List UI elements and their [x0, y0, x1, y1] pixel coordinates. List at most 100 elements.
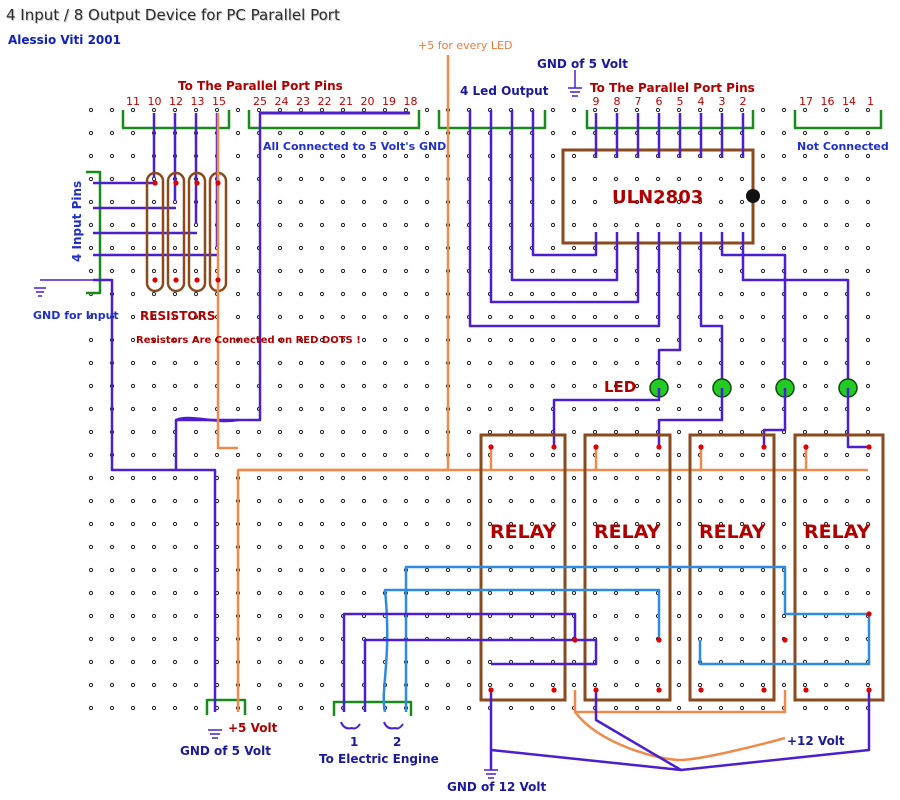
power-header	[205, 698, 247, 715]
grid-hole	[319, 475, 325, 481]
grid-hole	[277, 268, 283, 274]
grid-hole	[382, 107, 388, 113]
plus12-wire	[680, 690, 787, 714]
grid-hole	[130, 613, 136, 619]
grid-hole	[298, 406, 304, 412]
grid-hole	[172, 475, 178, 481]
grid-hole	[298, 360, 304, 366]
connection-dot	[866, 687, 872, 693]
grid-hole	[424, 659, 430, 665]
grid-hole	[172, 636, 178, 642]
grid-hole	[634, 107, 640, 113]
grid-hole	[802, 176, 808, 182]
grid-hole	[592, 337, 598, 343]
diagram-title: 4 Input / 8 Output Device for PC Paralle…	[6, 6, 340, 24]
grid-hole	[508, 406, 514, 412]
grid-hole	[655, 682, 661, 688]
grid-hole	[613, 544, 619, 550]
grid-hole	[634, 360, 640, 366]
grid-hole	[340, 360, 346, 366]
grid-hole	[172, 705, 178, 711]
grid-hole	[172, 498, 178, 504]
grid-hole	[340, 130, 346, 136]
relay-1-label: RELAY	[490, 521, 557, 543]
grid-hole	[529, 452, 535, 458]
grid-hole	[361, 314, 367, 320]
grid-hole	[298, 222, 304, 228]
grid-hole	[634, 567, 640, 573]
grid-hole	[865, 130, 871, 136]
grid-hole	[319, 567, 325, 573]
grid-hole	[256, 613, 262, 619]
grid-hole	[655, 567, 661, 573]
connection-dot	[656, 637, 662, 643]
grid-hole	[697, 682, 703, 688]
grid-hole	[634, 636, 640, 642]
grid-hole	[403, 406, 409, 412]
grid-hole	[340, 498, 346, 504]
grid-hole	[676, 360, 682, 366]
grid-hole	[466, 383, 472, 389]
grid-hole	[655, 498, 661, 504]
grid-hole	[613, 107, 619, 113]
grid-hole	[256, 107, 262, 113]
grid-hole	[529, 567, 535, 573]
grid-hole	[697, 222, 703, 228]
input-pin-number: 12	[169, 95, 183, 108]
grid-hole	[130, 199, 136, 205]
led-wire	[720, 232, 787, 383]
grid-hole	[823, 176, 829, 182]
grid-hole	[256, 659, 262, 665]
grid-hole	[88, 222, 94, 228]
grid-hole	[781, 475, 787, 481]
grid-hole	[781, 130, 787, 136]
grid-hole	[88, 107, 94, 113]
grid-hole	[865, 521, 871, 527]
grid-hole	[277, 682, 283, 688]
grid-hole	[382, 475, 388, 481]
grid-hole	[760, 291, 766, 297]
grid-hole	[130, 268, 136, 274]
grid-hole	[571, 153, 577, 159]
grid-hole	[592, 107, 598, 113]
gnd-5v-bottom-label: GND of 5 Volt	[180, 744, 271, 758]
grid-hole	[760, 153, 766, 159]
grid-hole	[361, 429, 367, 435]
grid-hole	[844, 682, 850, 688]
grid-hole	[676, 475, 682, 481]
grid-hole	[88, 199, 94, 205]
grid-hole	[193, 360, 199, 366]
grid-hole	[844, 222, 850, 228]
grid-hole	[802, 475, 808, 481]
grid-hole	[613, 498, 619, 504]
grid-hole	[424, 682, 430, 688]
grid-hole	[739, 337, 745, 343]
grid-hole	[718, 222, 724, 228]
connection-dot	[572, 637, 578, 643]
grid-hole	[382, 268, 388, 274]
grid-hole	[403, 475, 409, 481]
grid-hole	[235, 107, 241, 113]
grid-hole	[487, 521, 493, 527]
grid-hole	[403, 498, 409, 504]
grid-hole	[109, 245, 115, 251]
grid-hole	[844, 245, 850, 251]
gnd-pin-number: 20	[360, 95, 375, 108]
grid-hole	[676, 521, 682, 527]
grid-hole	[739, 636, 745, 642]
gnd-input-wire	[93, 278, 217, 712]
grid-hole	[193, 383, 199, 389]
grid-hole	[550, 682, 556, 688]
grid-hole	[193, 521, 199, 527]
grid-hole	[634, 429, 640, 435]
grid-hole	[550, 268, 556, 274]
grid-hole	[109, 222, 115, 228]
grid-hole	[760, 475, 766, 481]
grid-hole	[88, 268, 94, 274]
grid-hole	[130, 406, 136, 412]
grid-hole	[361, 567, 367, 573]
grid-hole	[823, 636, 829, 642]
grid-hole	[424, 498, 430, 504]
grid-hole	[256, 475, 262, 481]
engine-brace	[340, 721, 361, 730]
